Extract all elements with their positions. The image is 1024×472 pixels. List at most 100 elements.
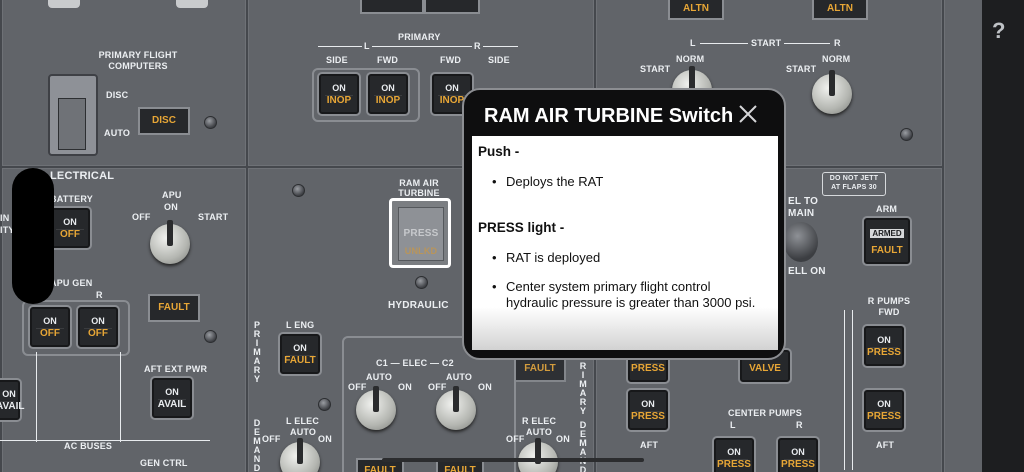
r-eng-fault-light: FAULT: [514, 356, 566, 382]
primary-label: PRIMARY: [398, 32, 441, 42]
elec-line-1: [36, 352, 37, 442]
top-button-4[interactable]: [424, 0, 480, 14]
screw: [415, 276, 428, 289]
altn-light-left[interactable]: ALTN: [668, 0, 724, 20]
el-to-main-label: EL TO MAIN: [788, 196, 819, 219]
l-eng-label: L ENG: [286, 320, 315, 330]
pfc-auto-position: AUTO: [104, 128, 131, 138]
c1-elec-knob[interactable]: [356, 386, 396, 430]
r-elec-auto-label: AUTO: [526, 427, 553, 437]
l-elec-on-label: ON: [318, 434, 332, 444]
center-pumps-r-label: R: [796, 420, 803, 430]
c2-on-label: ON: [478, 382, 492, 392]
screw: [204, 330, 217, 343]
push-item-1: Deploys the RAT: [492, 174, 766, 190]
push-heading: Push -: [478, 144, 520, 159]
info-popup: RAM AIR TURBINE Switch Push - Deploys th…: [462, 88, 786, 360]
panel-frame-dark: [982, 0, 1024, 472]
do-not-jett-label: DO NOT JETT AT FLAPS 30: [829, 175, 879, 191]
r-elec-knob[interactable]: [518, 438, 558, 472]
electrical-label: LECTRICAL: [50, 170, 115, 182]
c-elec-frame: [342, 336, 516, 472]
ac-buses-line: [0, 440, 210, 441]
l-elec-auto-label: AUTO: [290, 427, 317, 437]
c2-auto-label: AUTO: [446, 372, 473, 382]
help-icon[interactable]: ?: [992, 18, 1006, 43]
fuel-knob-dark[interactable]: [784, 222, 818, 262]
apu-gen-r-label: R: [96, 290, 103, 300]
pfc-guard-switch[interactable]: [48, 74, 98, 156]
press-light-heading: PRESS light -: [478, 220, 565, 235]
l-elec-knob[interactable]: [280, 438, 320, 472]
ac-buses-label: AC BUSES: [64, 441, 113, 451]
screw: [318, 398, 331, 411]
start-l-start: START: [640, 64, 671, 74]
center-pumps-l-label: L: [730, 420, 736, 430]
pfc-disc-light: DISC: [138, 107, 190, 135]
altn-light-right[interactable]: ALTN: [812, 0, 868, 20]
r-aft-label: AFT: [876, 440, 895, 450]
c2-elec-knob[interactable]: [436, 386, 476, 430]
fuel-line-2: [852, 310, 853, 470]
start-header-l: L: [690, 38, 696, 48]
pfc-label: PRIMARY FLIGHT COMPUTERS: [98, 50, 178, 71]
popup-content: Push - Deploys the RAT PRESS light - RAT…: [472, 136, 778, 350]
fwd-label-r: FWD: [440, 55, 462, 65]
start-r-knob[interactable]: [812, 70, 852, 114]
c2-off-label: OFF: [428, 382, 447, 392]
primary-r-label: R: [472, 41, 483, 51]
side-label-l: SIDE: [326, 55, 348, 65]
primary-button-frame: [312, 68, 420, 122]
press-item-2: Center system primary flight control hyd…: [492, 279, 766, 311]
black-rounded-overlay[interactable]: [12, 168, 54, 304]
rat-switch-button[interactable]: PRESS UNLKD: [398, 207, 444, 261]
close-icon[interactable]: [736, 102, 760, 126]
primary-bracket: [318, 46, 518, 47]
popup-title: RAM AIR TURBINE Switch: [484, 105, 734, 127]
start-r-norm: NORM: [822, 54, 851, 64]
rat-switch-highlight[interactable]: PRESS UNLKD: [389, 198, 451, 268]
center-pumps-label: CENTER PUMPS: [728, 408, 802, 418]
top-button-1[interactable]: [48, 0, 80, 8]
r-elec-on-label: ON: [556, 434, 570, 444]
c1-elec-c2-label: C1 — ELEC — C2: [376, 358, 454, 368]
apu-knob[interactable]: [150, 220, 190, 264]
fuel-line-1: [844, 310, 845, 470]
l-elec-label: L ELEC: [286, 416, 320, 426]
apu-off-label: OFF: [132, 212, 151, 222]
rat-unlkd-legend: UNLKD: [404, 246, 438, 256]
top-button-2[interactable]: [176, 0, 208, 8]
panel-pfc: [0, 0, 248, 168]
side-label-r: SIDE: [488, 55, 510, 65]
panel-right-edge: [942, 0, 986, 472]
start-l-norm: NORM: [676, 54, 705, 64]
apu-start-label: START: [198, 212, 229, 222]
top-button-3[interactable]: [360, 0, 424, 14]
r-elec-off-label: OFF: [506, 434, 525, 444]
elec-line-2: [120, 352, 121, 442]
screw: [292, 184, 305, 197]
press-item-1: RAT is deployed: [492, 250, 766, 266]
l-elec-off-label: OFF: [262, 434, 281, 444]
primary-vertical-label-r: PRIMARY: [578, 352, 588, 415]
r-elec-label: R ELEC: [522, 416, 557, 426]
demand-vertical-label-r: DEMAND: [578, 420, 588, 472]
el-on-label: ELL ON: [788, 266, 826, 277]
start-header-r: R: [834, 38, 841, 48]
start-r-start: START: [786, 64, 817, 74]
pfc-switch-handle: [58, 98, 86, 150]
